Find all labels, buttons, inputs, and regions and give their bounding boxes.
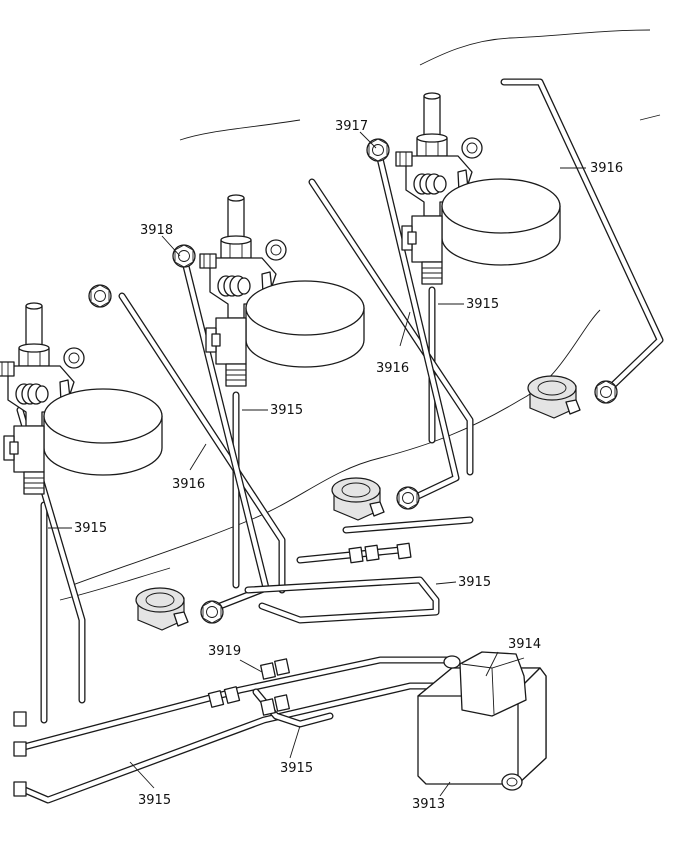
- label-3913: 3913: [412, 797, 445, 812]
- label-3915-upper-right: 3915: [466, 297, 499, 312]
- label-3914: 3914: [508, 637, 541, 652]
- label-3916-right: 3916: [590, 161, 623, 176]
- label-3915-left: 3915: [74, 521, 107, 536]
- label-3915-lower-middle: 3915: [280, 761, 313, 776]
- label-3915-manifold: 3915: [458, 575, 491, 590]
- label-3919: 3919: [208, 644, 241, 659]
- label-3918: 3918: [140, 223, 173, 238]
- label-3916-middle: 3916: [376, 361, 409, 376]
- label-3915-lower-left: 3915: [138, 793, 171, 808]
- label-3916-left: 3916: [172, 477, 205, 492]
- label-3917: 3917: [335, 119, 368, 134]
- label-3915-middle: 3915: [270, 403, 303, 418]
